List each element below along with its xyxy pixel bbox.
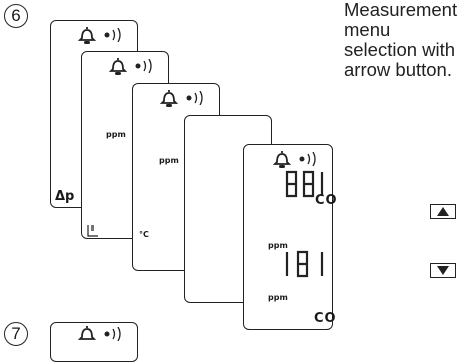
reading-bottom-digits (285, 250, 324, 278)
ppm-bottom-label: ppm (268, 293, 288, 302)
display-screen-next (50, 322, 138, 362)
step-number-6: 6 (4, 4, 28, 28)
caption-line-4: arrow button. (344, 59, 452, 80)
status-icons (69, 325, 129, 345)
signal-waves-icon (104, 327, 121, 341)
instruction-caption: Measurement menu selection with arrow bu… (344, 0, 464, 80)
bell-icon (159, 90, 179, 107)
bell-icon (77, 27, 97, 44)
signal-waves-icon (104, 28, 121, 42)
signal-waves-icon (135, 59, 152, 73)
ppm-top-label: ppm (268, 241, 288, 250)
bell-icon (272, 151, 292, 168)
display-screen-5: 181 CO ppm 181 ppm CO (243, 144, 337, 330)
caption-line-3: selection with (344, 39, 456, 60)
status-icons (264, 150, 324, 170)
status-icons (69, 26, 129, 46)
step-number-text: 6 (11, 6, 21, 25)
step-number-7: 7 (4, 322, 28, 346)
ppm-label: ppm (159, 156, 179, 165)
bell-icon (108, 58, 128, 75)
gas-top-label: CO (315, 193, 338, 208)
status-icons (151, 89, 211, 109)
signal-waves-icon (299, 152, 316, 166)
caption-line-1: Measurement (344, 0, 458, 20)
gas-bottom-label: CO (314, 311, 337, 326)
delta-p-label: Δp (55, 189, 75, 204)
arrow-up-button[interactable] (430, 204, 456, 219)
signal-waves-icon (186, 91, 203, 105)
arrow-down-button[interactable] (430, 263, 456, 278)
caption-line-2: menu (344, 19, 391, 40)
reading-top-digits (285, 170, 324, 198)
bell-icon (77, 326, 97, 340)
ppm-label: ppm (106, 130, 126, 139)
celsius-label: °C (139, 230, 149, 239)
triangle-down-icon (437, 266, 449, 275)
flue-icon (87, 225, 98, 237)
triangle-up-icon (437, 207, 449, 216)
status-icons (100, 57, 160, 77)
